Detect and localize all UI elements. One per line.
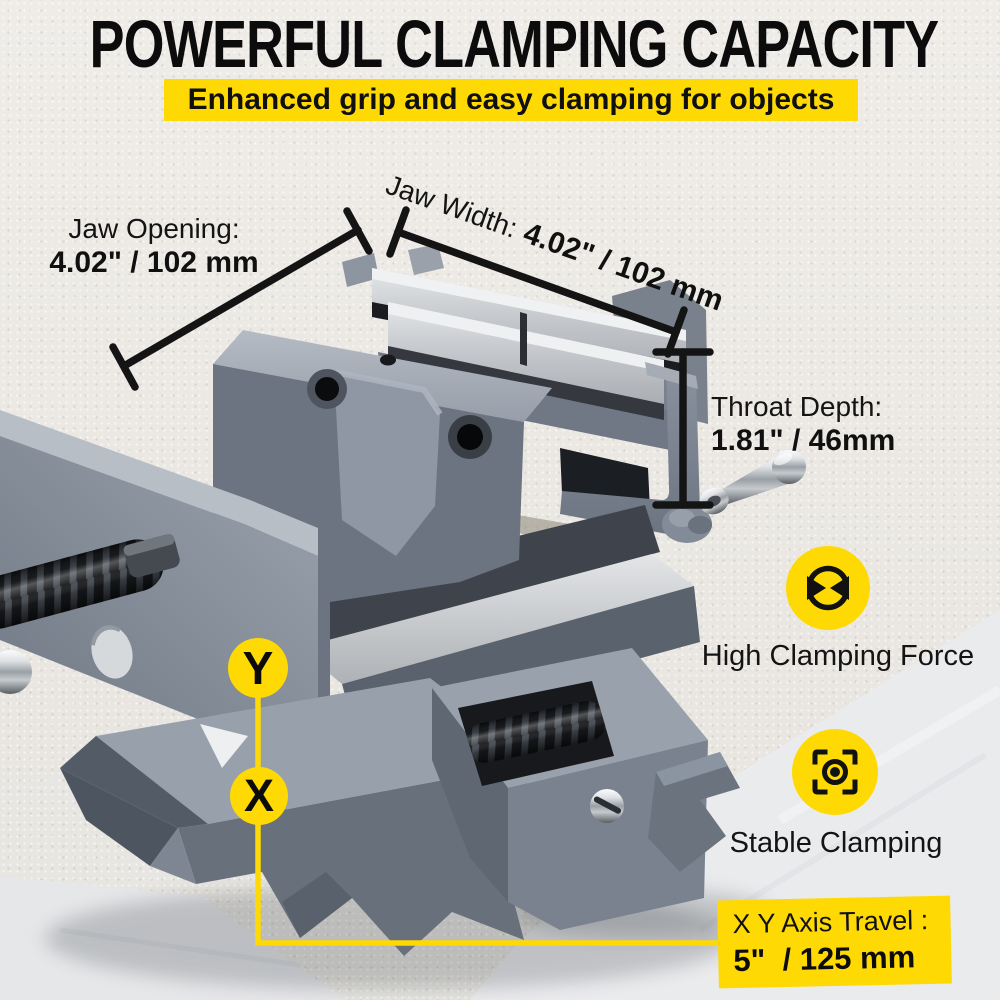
- cross-slide-base: [60, 648, 740, 956]
- xy-travel-label: X Y Axis Travel :: [732, 905, 929, 940]
- clamping-force-label: High Clamping Force: [701, 640, 975, 672]
- clamping-force-badge: [786, 546, 870, 630]
- xy-axis-travel-callout: X Y Axis Travel : 5" / 125 mm: [717, 895, 952, 989]
- subtitle-text: Enhanced grip and easy clamping for obje…: [187, 83, 835, 116]
- left-screw: [0, 533, 180, 694]
- axis-connector-line: [255, 668, 722, 946]
- page-title: POWERFUL CLAMPING CAPACITY: [89, 7, 940, 82]
- throat-depth-value: 1.81" / 46mm: [711, 424, 896, 457]
- machined-way: [298, 554, 694, 684]
- y-axis-marker: Y: [228, 638, 288, 698]
- xy-travel-value: 5" / 125 mm: [733, 939, 916, 979]
- vise-body: [0, 244, 806, 956]
- throat-depth-annotation: Throat Depth: 1.81" / 46mm: [711, 390, 895, 459]
- jaw-opening-annotation: Jaw Opening: 4.02" / 102 mm: [28, 212, 280, 281]
- stable-clamping-icon: [812, 749, 858, 795]
- throat-depth-label: Throat Depth:: [711, 391, 883, 422]
- x-axis-letter: X: [243, 770, 274, 821]
- x-axis-screw: [465, 701, 607, 763]
- vise-jaws: [372, 268, 686, 420]
- x-axis-marker: X: [230, 767, 288, 825]
- stable-clamping-badge: [792, 729, 878, 815]
- subtitle-banner: Enhanced grip and easy clamping for obje…: [164, 79, 858, 121]
- clamping-force-icon: [807, 565, 849, 611]
- dimension-lines: [109, 206, 714, 509]
- y-axis-letter: Y: [242, 642, 274, 694]
- vise-handle: [688, 450, 806, 534]
- jaw-opening-value: 4.02" / 102 mm: [49, 246, 259, 279]
- jaw-opening-label: Jaw Opening:: [68, 213, 240, 244]
- stable-clamping-label: Stable Clamping: [729, 827, 943, 859]
